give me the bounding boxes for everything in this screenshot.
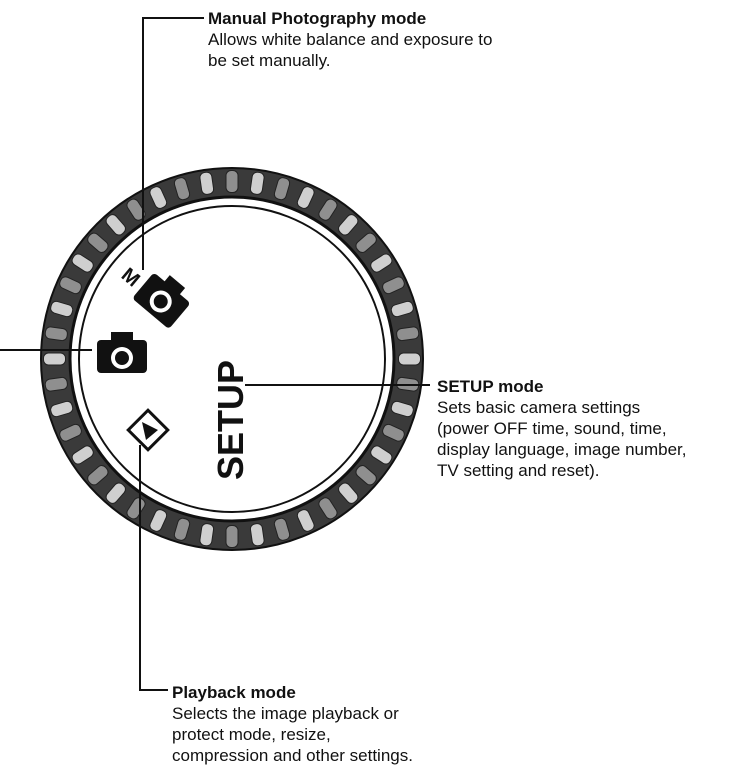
playback-leader-line bbox=[139, 445, 168, 691]
dial-ridge bbox=[105, 482, 126, 504]
dial-ridge bbox=[59, 423, 82, 442]
dial-ridge bbox=[44, 326, 68, 342]
playback-mode-title: Playback mode bbox=[172, 683, 296, 702]
dial-ridge bbox=[390, 300, 414, 318]
dial-ridge bbox=[105, 214, 126, 236]
dial-ridge bbox=[370, 445, 393, 465]
dial-ridge bbox=[149, 509, 168, 532]
manual-mode-title: Manual Photography mode bbox=[208, 9, 427, 28]
dial-ridge bbox=[318, 497, 338, 520]
dial-ridge bbox=[199, 523, 215, 547]
dial-ridge bbox=[355, 232, 377, 253]
dial-ridge bbox=[59, 276, 82, 295]
dial-ridge bbox=[355, 465, 377, 486]
dial-ridge bbox=[50, 400, 74, 418]
dial-ridge bbox=[71, 445, 94, 465]
dial-ridge bbox=[273, 177, 291, 201]
dial-ridge bbox=[71, 253, 94, 273]
dial-ridge bbox=[87, 232, 109, 253]
dial-ridge bbox=[296, 509, 315, 532]
dial-ridge bbox=[273, 517, 291, 541]
dial-ridge bbox=[173, 177, 191, 201]
setup-callout: SETUP mode Sets basic camera settings (p… bbox=[437, 376, 687, 481]
dial-ridge bbox=[396, 326, 420, 342]
dial-ridge bbox=[370, 253, 393, 273]
setup-mode-title: SETUP mode bbox=[437, 377, 544, 396]
dial-ridge bbox=[199, 171, 215, 195]
dial-ridge bbox=[44, 376, 68, 392]
dial-ridge bbox=[173, 517, 191, 541]
dial-ridge bbox=[338, 214, 359, 236]
dial-ridge bbox=[382, 276, 405, 295]
setup-label: SETUP bbox=[210, 360, 251, 480]
dial-ridge bbox=[318, 198, 338, 221]
setup-mode-desc: Sets basic camera settings (power OFF ti… bbox=[437, 398, 687, 480]
dial-ridge bbox=[249, 523, 265, 547]
dial-ridge bbox=[390, 400, 414, 418]
dial-ridge bbox=[87, 465, 109, 486]
playback-mode-desc: Selects the image playback or protect mo… bbox=[172, 704, 413, 765]
dial-ridge bbox=[382, 423, 405, 442]
dial-ridge bbox=[296, 186, 315, 209]
dial-inner-ring bbox=[78, 205, 386, 513]
playback-arrow-icon bbox=[142, 422, 158, 440]
playback-callout: Playback mode Selects the image playback… bbox=[172, 682, 413, 766]
manual-mode-desc: Allows white balance and exposure to be … bbox=[208, 30, 493, 70]
dial-ridge bbox=[249, 171, 265, 195]
dial-ridge bbox=[225, 525, 239, 548]
dial-ridge bbox=[225, 170, 239, 193]
dial-ridge bbox=[398, 352, 421, 366]
dial-ridge bbox=[43, 352, 66, 366]
dial-ridge bbox=[126, 198, 146, 221]
manual-callout: Manual Photography mode Allows white bal… bbox=[208, 8, 492, 71]
auto-camera-icon bbox=[97, 332, 147, 373]
manual-camera-icon bbox=[133, 273, 190, 328]
dial-ridge bbox=[338, 482, 359, 504]
manual-leader-line bbox=[142, 17, 204, 270]
dial-ridge bbox=[149, 186, 168, 209]
dial-ridge bbox=[50, 300, 74, 318]
